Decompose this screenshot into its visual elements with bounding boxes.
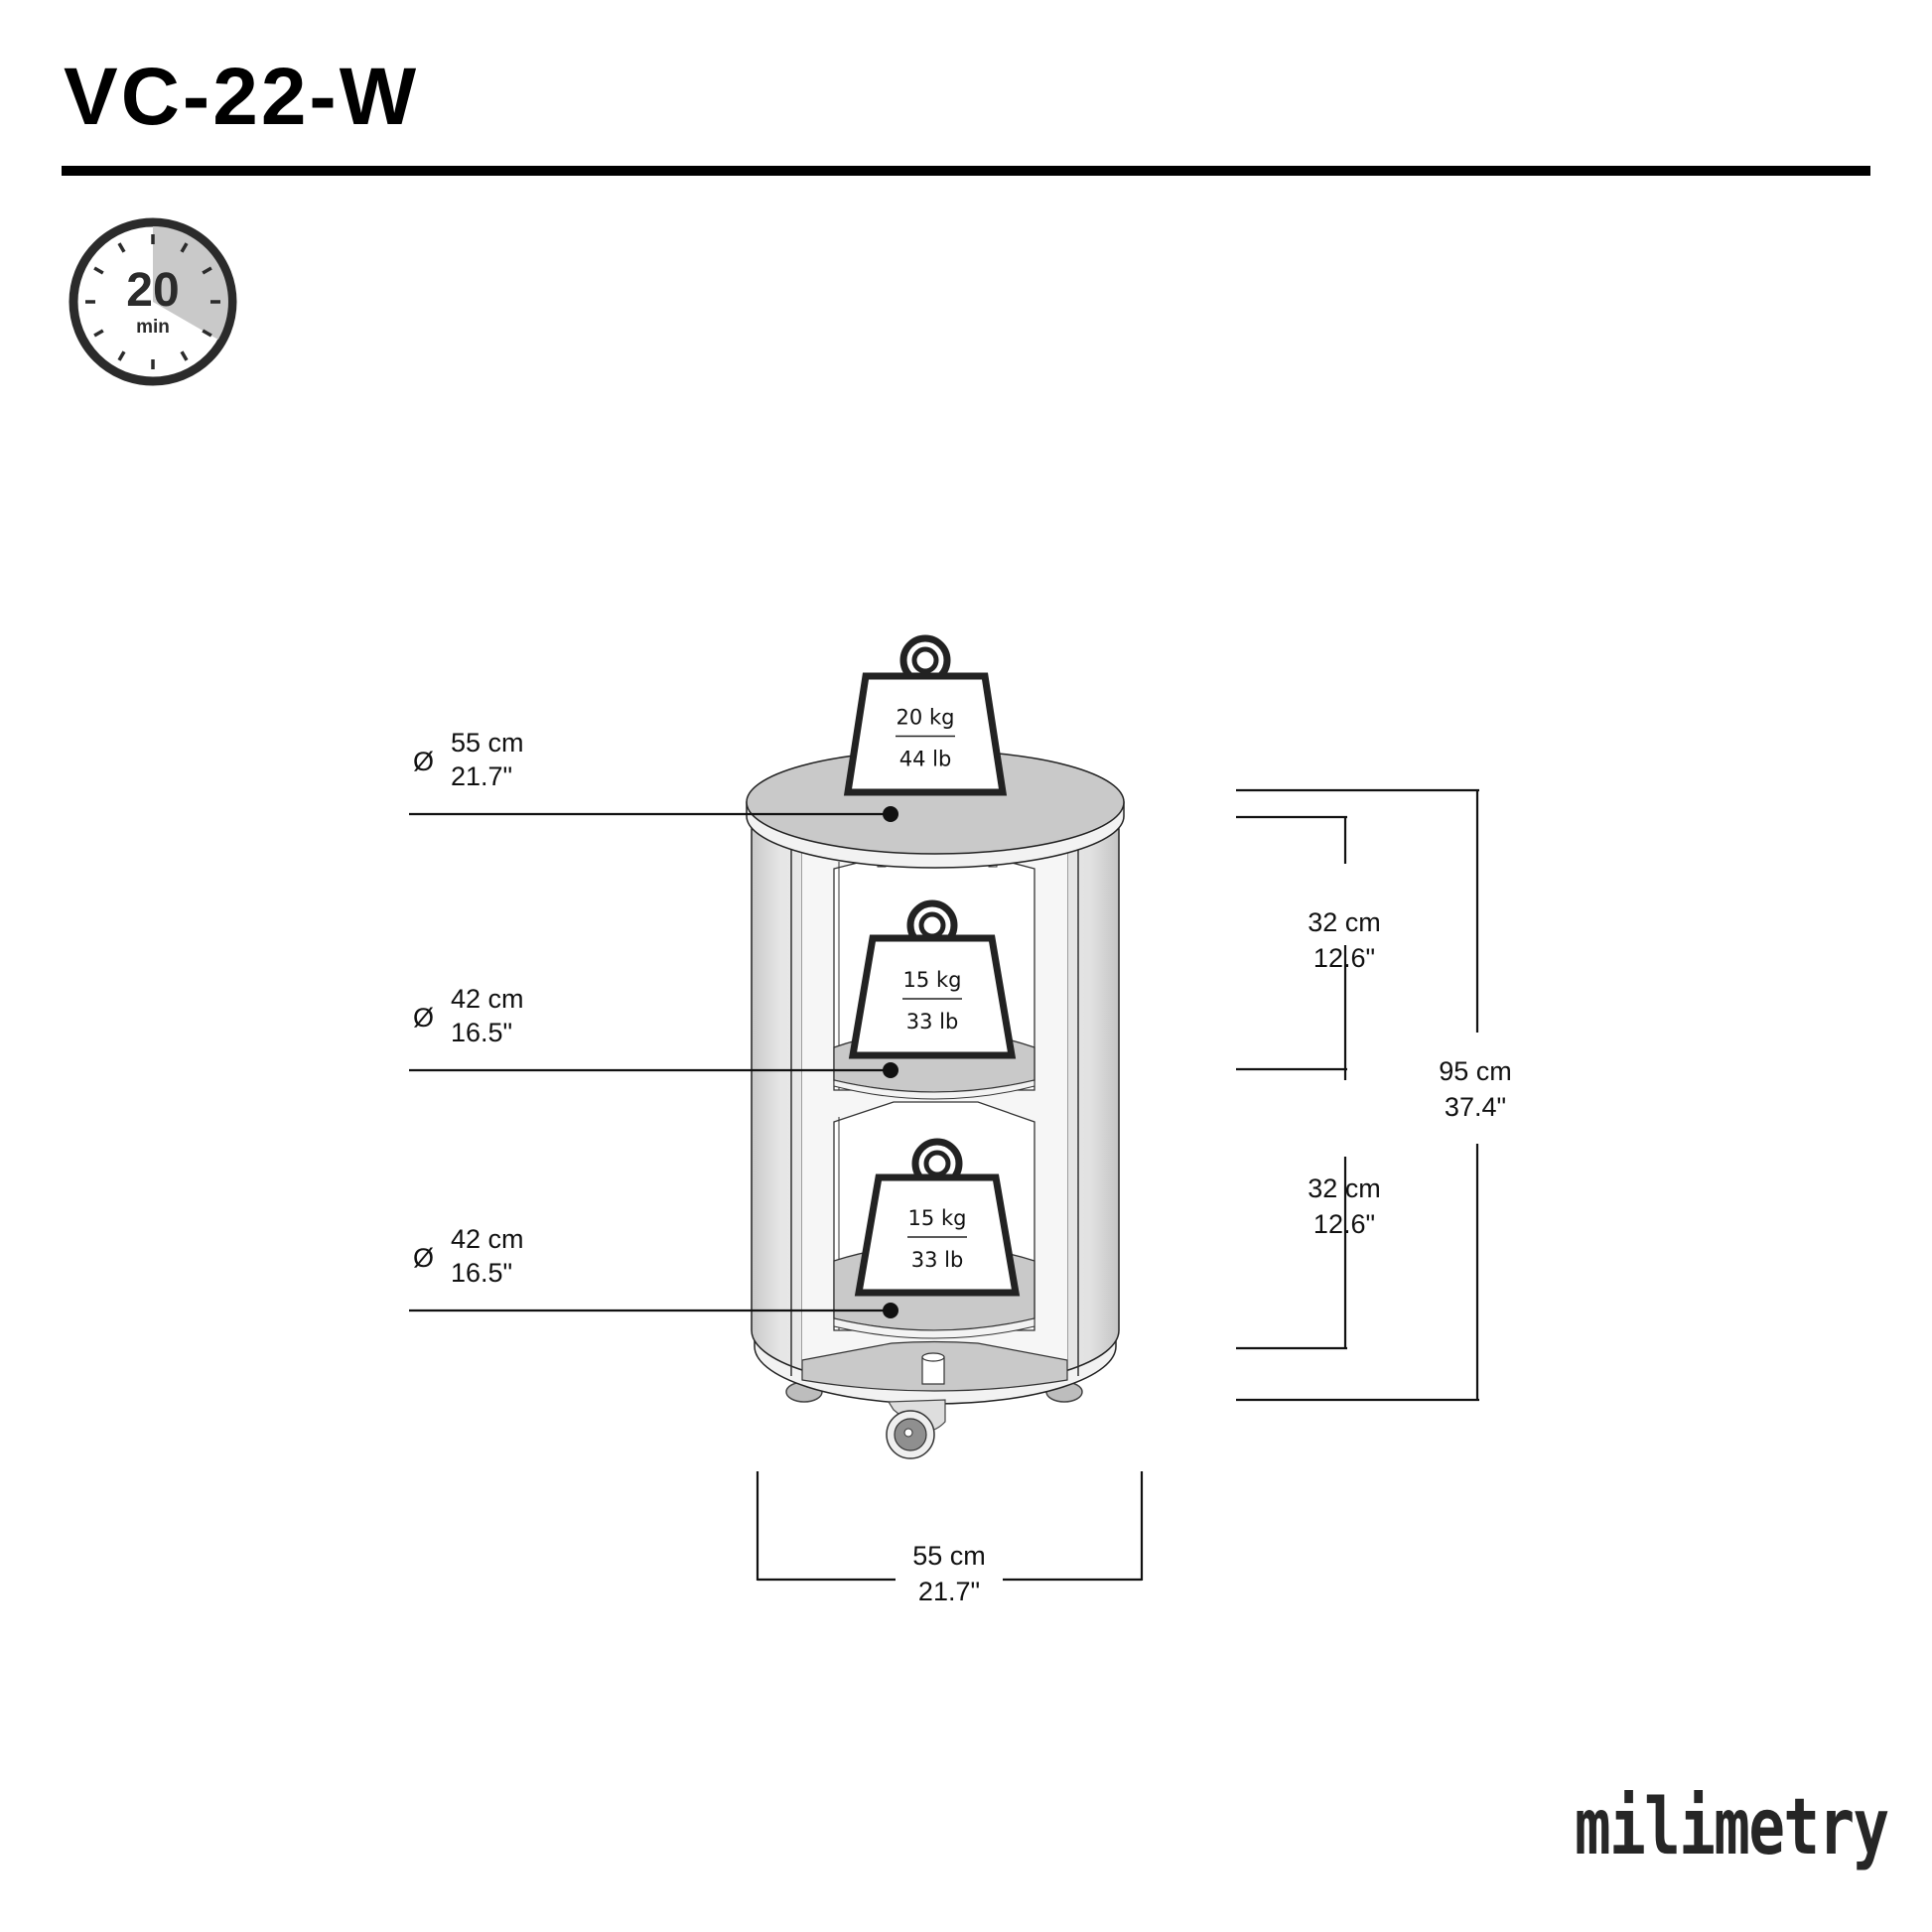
diameter-metric: 42 cm bbox=[451, 984, 524, 1014]
lower-height-metric: 32 cm bbox=[1308, 1173, 1381, 1203]
diameter-symbol: Ø bbox=[413, 1243, 434, 1273]
width-metric: 55 cm bbox=[912, 1541, 986, 1571]
diameter-imperial: 16.5" bbox=[451, 1258, 512, 1288]
diameter-metric: 55 cm bbox=[451, 728, 524, 758]
assembly-time-value: 20 bbox=[126, 264, 179, 317]
load-capacity-imperial: 33 lb bbox=[906, 1010, 959, 1034]
diameter-symbol: Ø bbox=[413, 747, 434, 776]
weight-body bbox=[843, 672, 1008, 796]
width-dimension: 55 cm 21.7" bbox=[756, 1471, 1144, 1606]
stopwatch-tick bbox=[180, 350, 189, 361]
assembly-time-unit: min bbox=[136, 317, 170, 338]
stopwatch-tick bbox=[93, 266, 104, 275]
load-capacity-metric: 15 kg bbox=[903, 968, 962, 992]
cabinet-illustration bbox=[746, 750, 1125, 1459]
upper-height-imperial: 12.6" bbox=[1313, 943, 1375, 973]
total-height-imperial: 37.4" bbox=[1445, 1092, 1506, 1122]
stopwatch-tick bbox=[93, 329, 104, 338]
load-capacity-weight-icon: 20 kg 44 lb bbox=[843, 634, 1008, 796]
total-height-metric: 95 cm bbox=[1439, 1056, 1512, 1086]
diameter-symbol: Ø bbox=[413, 1003, 434, 1033]
load-capacity-metric: 15 kg bbox=[908, 1206, 967, 1230]
height-dimensions: 95 cm 37.4" 32 cm 12.6" 32 cm 12.6" bbox=[1236, 788, 1512, 1402]
diameter-leader-dot bbox=[883, 806, 898, 822]
bottom-shelf-edge bbox=[833, 1317, 1035, 1339]
base-center-pin-top bbox=[921, 1352, 945, 1362]
lower-height-imperial: 12.6" bbox=[1313, 1209, 1375, 1239]
width-imperial: 21.7" bbox=[918, 1577, 980, 1606]
diameter-imperial: 16.5" bbox=[451, 1018, 512, 1047]
load-capacity-weight-icon: 15 kg 33 lb bbox=[848, 899, 1017, 1059]
diameter-callout: Ø 42 cm 16.5" bbox=[409, 984, 898, 1078]
diameter-callout: Ø 42 cm 16.5" bbox=[409, 1224, 898, 1318]
stopwatch-tick bbox=[180, 242, 189, 253]
stopwatch-tick bbox=[202, 329, 212, 338]
load-capacity-imperial: 33 lb bbox=[911, 1248, 964, 1272]
caster-axle bbox=[903, 1428, 913, 1438]
front-caster bbox=[886, 1399, 946, 1459]
load-capacity-metric: 20 kg bbox=[897, 706, 955, 730]
load-capacity-weight-icon: 15 kg 33 lb bbox=[854, 1138, 1021, 1297]
load-capacity-imperial: 44 lb bbox=[899, 748, 952, 771]
weight-body bbox=[854, 1173, 1021, 1297]
model-code-title: VC-22-W bbox=[64, 52, 420, 142]
stopwatch-tick bbox=[117, 350, 126, 361]
stopwatch-ticks bbox=[85, 234, 220, 369]
diameter-metric: 42 cm bbox=[451, 1224, 524, 1254]
middle-shelf-edge bbox=[833, 1079, 1035, 1100]
weight-body bbox=[848, 934, 1017, 1059]
diameter-imperial: 21.7" bbox=[451, 761, 512, 791]
upper-height-metric: 32 cm bbox=[1308, 907, 1381, 937]
stopwatch-tick bbox=[117, 242, 126, 253]
header-divider bbox=[62, 166, 1870, 176]
stopwatch-tick bbox=[202, 266, 212, 275]
elapsed-time-wedge bbox=[153, 226, 228, 340]
diameter-leader-dot bbox=[883, 1303, 898, 1318]
diameter-leader-dot bbox=[883, 1062, 898, 1078]
weight-ring-inner bbox=[911, 646, 939, 674]
brand-logo: milimetry bbox=[1575, 1783, 1889, 1872]
stopwatch-icon: 20 min bbox=[69, 217, 237, 386]
